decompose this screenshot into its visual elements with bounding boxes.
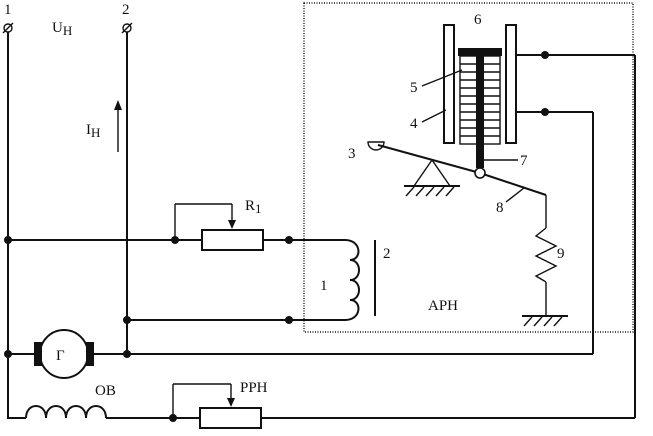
r1-label: R1: [245, 198, 262, 216]
regulator-coil: [344, 239, 360, 321]
junction: [285, 236, 293, 244]
field-winding-label: ОВ: [95, 383, 116, 399]
junction: [171, 236, 179, 244]
terminal-2: [121, 22, 133, 34]
junction: [4, 236, 12, 244]
junction: [169, 414, 177, 422]
regulator-enclosure: [303, 2, 634, 333]
spring: [522, 195, 568, 327]
rod-number: 7: [520, 153, 528, 169]
terminal-1-label: 1: [4, 2, 12, 18]
r1-tap-arrow: [228, 220, 236, 229]
rheostat: [199, 407, 262, 429]
junction: [123, 316, 131, 324]
carbon-pile-number: 5: [410, 80, 418, 96]
coil-number: 1: [320, 278, 328, 294]
terminal-2-label: 2: [122, 2, 130, 18]
field-winding: [25, 405, 107, 419]
lever-mechanism: [367, 141, 547, 197]
junction: [4, 350, 12, 358]
lever-pivot-number: 3: [348, 146, 356, 162]
generator-label: Г: [56, 348, 65, 364]
top-plate-number: 6: [474, 12, 482, 28]
lever-number: 8: [496, 200, 504, 216]
junction: [285, 316, 293, 324]
spring-number: 9: [557, 246, 565, 262]
voltage-label: UН: [52, 20, 72, 38]
current-arrow: [114, 100, 122, 152]
current-label: IН: [86, 122, 100, 140]
rheostat-arrow: [227, 398, 235, 407]
terminal-1: [2, 22, 14, 34]
generator: [34, 329, 94, 379]
regulator-label: АРН: [428, 298, 458, 314]
core-number: 2: [383, 246, 391, 262]
junction: [123, 350, 131, 358]
carbon-pile-assembly: [443, 24, 545, 168]
rheostat-label: РРН: [240, 380, 268, 396]
cylinder-number: 4: [410, 116, 418, 132]
resistor-r1: [201, 229, 264, 251]
